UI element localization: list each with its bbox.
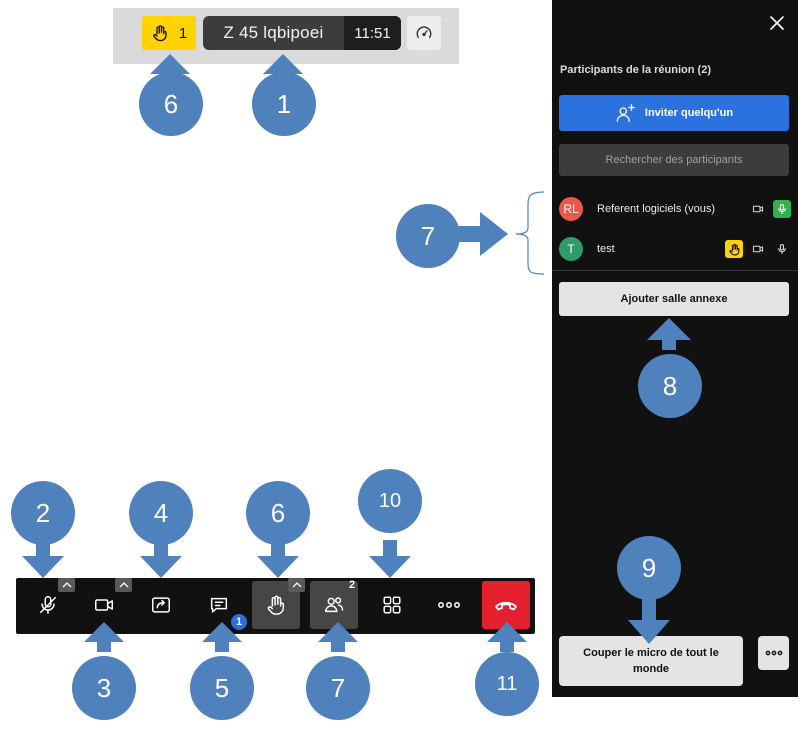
grid-view-icon [383,596,401,614]
microphone-button[interactable] [24,581,72,629]
hand-icon [267,595,285,615]
arrow-down-4 [140,540,182,578]
mute-everyone-button[interactable]: Couper le micro de tout le monde [559,636,743,686]
camera-icon [753,245,763,253]
panel-title: Participants de la réunion (2) [560,64,711,76]
callout-4: 4 [129,481,193,545]
participant-row[interactable]: T test [559,233,791,265]
avatar: T [559,237,583,261]
callout-1: 1 [252,72,316,136]
callout-7b: 7 [306,656,370,720]
meeting-toolbar: 1 2 [16,578,535,634]
chevron-up-icon [119,582,128,588]
participant-mic-status [773,240,791,258]
more-options-button[interactable] [425,581,473,629]
hang-up-button[interactable] [482,581,530,629]
add-person-icon [616,104,635,122]
participants-bracket [515,191,545,275]
more-icon [765,650,782,656]
chevron-up-icon [292,582,301,588]
avatar: RL [559,197,583,221]
meeting-name: Z 45 lqbipoei [223,23,324,42]
share-screen-icon [152,597,170,613]
participants-button[interactable] [310,581,358,629]
hangup-icon [495,601,517,611]
participant-name: test [597,243,615,255]
hand-icon [728,243,739,255]
microphone-options-caret[interactable] [58,578,75,592]
participants-count-badge: 2 [349,579,356,591]
participant-hand-raised [725,240,743,258]
invite-label: Inviter quelqu'un [644,107,734,119]
add-breakout-room-button[interactable]: Ajouter salle annexe [559,282,789,316]
arrow-down-10 [369,540,411,578]
participant-row[interactable]: RL Referent logiciels (vous) [559,193,791,225]
more-icon [438,602,460,608]
chevron-up-icon [62,582,71,588]
callout-9: 9 [617,536,681,600]
speed-gauge-icon [416,26,432,39]
meeting-timer: 11:51 [344,16,401,50]
camera-button[interactable] [80,581,128,629]
reactions-options-caret[interactable] [288,578,305,592]
participants-icon [325,597,344,613]
participants-panel: Participants de la réunion (2) Inviter q… [552,0,798,697]
grid-view-button[interactable] [368,581,416,629]
callout-8: 8 [638,354,702,418]
participant-camera-status [749,200,767,218]
camera-options-caret[interactable] [115,578,132,592]
hand-icon [152,25,167,42]
connection-quality-button[interactable] [407,16,441,50]
arrow-right-7 [452,212,508,256]
raised-hands-count: 1 [178,24,188,42]
raised-hands-badge[interactable]: 1 [142,16,196,50]
callout-6b: 6 [246,481,310,545]
chat-icon [210,597,228,613]
callout-7: 7 [396,204,460,268]
close-icon[interactable] [768,14,786,32]
camera-icon [753,205,763,213]
participant-mic-status [773,200,791,218]
mic-off-icon [39,596,57,614]
divider [552,270,798,271]
participant-search-input[interactable] [559,144,789,176]
panel-more-button[interactable] [758,636,789,670]
callout-11: 11 [475,652,539,716]
arrow-down-2 [22,540,64,578]
callout-10: 10 [358,469,422,533]
callout-3: 3 [72,656,136,720]
chat-button[interactable] [195,581,243,629]
participant-camera-status [749,240,767,258]
callout-5: 5 [190,656,254,720]
invite-button[interactable]: Inviter quelqu'un [559,95,789,131]
callout-2: 2 [11,481,75,545]
callout-6: 6 [139,72,203,136]
chat-unread-badge: 1 [230,613,248,631]
arrow-down-6 [257,540,299,578]
mic-icon [778,203,786,215]
meeting-info[interactable]: Z 45 lqbipoei 11:51 [203,16,401,50]
camera-icon [95,599,113,611]
mic-icon [778,243,786,255]
participant-name: Referent logiciels (vous) [597,203,715,215]
share-screen-button[interactable] [137,581,185,629]
